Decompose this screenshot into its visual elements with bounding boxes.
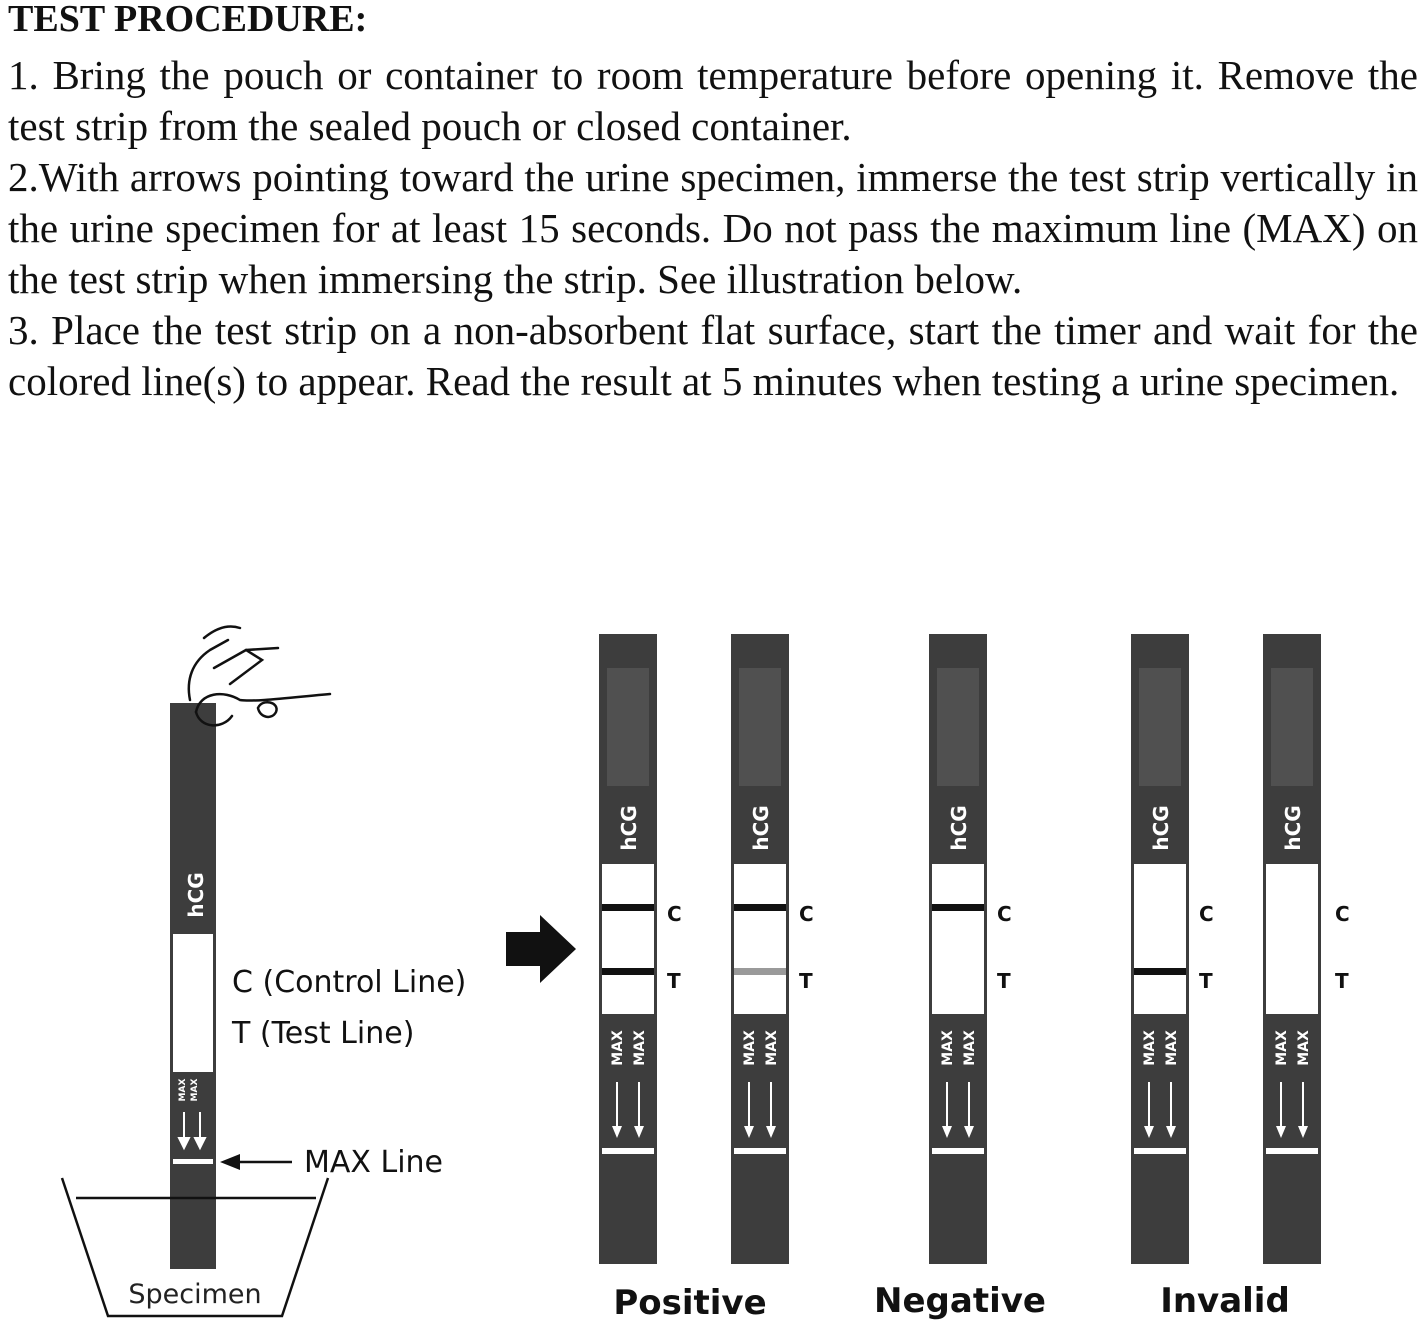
strip-top-window bbox=[739, 668, 781, 786]
test-line bbox=[1134, 968, 1186, 975]
c-mark: C bbox=[997, 902, 1012, 926]
dip-down-arrows-icon bbox=[177, 1112, 207, 1151]
dipping-strip: hCG MAX MAX bbox=[170, 703, 216, 1269]
procedure-text: TEST PROCEDURE: 1. Bring the pouch or co… bbox=[8, 0, 1418, 407]
specimen-label: Specimen bbox=[128, 1279, 261, 1310]
down-arrowhead-icon bbox=[964, 1126, 974, 1138]
max-line bbox=[932, 1148, 984, 1154]
strip-brand: hCG bbox=[749, 805, 773, 850]
t-mark: T bbox=[997, 969, 1011, 993]
c-mark: C bbox=[1335, 902, 1350, 926]
max-text: MAX bbox=[610, 1030, 626, 1066]
strip-result-window bbox=[1266, 864, 1318, 1014]
t-mark: T bbox=[799, 969, 813, 993]
strip-result-window bbox=[734, 864, 786, 1014]
t-mark: T bbox=[667, 969, 681, 993]
t-mark: T bbox=[1335, 969, 1349, 993]
result-label-invalid: Invalid bbox=[1160, 1281, 1290, 1321]
control-line bbox=[932, 904, 984, 911]
step-1: 1. Bring the pouch or container to room … bbox=[8, 52, 1418, 149]
max-text: MAX bbox=[962, 1030, 978, 1066]
t-mark: T bbox=[1199, 969, 1213, 993]
strip-top-window bbox=[1271, 668, 1313, 786]
positive-strip-1: hCG MAX MAX C T bbox=[599, 634, 682, 1264]
specimen-beaker bbox=[60, 1177, 330, 1318]
dip-max-line bbox=[173, 1159, 213, 1164]
strip-brand: hCG bbox=[1281, 805, 1305, 850]
test-line-label: T (Test Line) bbox=[231, 1016, 414, 1051]
down-arrowhead-icon bbox=[1166, 1126, 1176, 1138]
down-arrowhead-icon bbox=[1298, 1126, 1308, 1138]
max-line-label: MAX Line bbox=[304, 1145, 443, 1180]
down-arrowhead-icon bbox=[942, 1126, 952, 1138]
dip-strip-brand: hCG bbox=[184, 872, 208, 917]
max-text: MAX bbox=[742, 1030, 758, 1066]
strip-top-window bbox=[607, 668, 649, 786]
max-text: MAX bbox=[1164, 1030, 1180, 1066]
down-arrowhead-icon bbox=[1276, 1126, 1286, 1138]
procedure-heading: TEST PROCEDURE: bbox=[8, 0, 368, 40]
max-line bbox=[1134, 1148, 1186, 1154]
invalid-strip-2: hCG MAX MAX C T bbox=[1263, 634, 1350, 1264]
max-text: MAX bbox=[1274, 1030, 1290, 1066]
control-line bbox=[602, 904, 654, 911]
negative-strip: hCG MAX MAX C T bbox=[929, 634, 1012, 1264]
max-text: MAX bbox=[940, 1030, 956, 1066]
strip-top-window bbox=[937, 668, 979, 786]
down-arrowhead-icon bbox=[1144, 1126, 1154, 1138]
c-mark: C bbox=[667, 902, 682, 926]
strip-brand: hCG bbox=[1149, 805, 1173, 850]
down-arrowhead-icon bbox=[744, 1126, 754, 1138]
result-label-positive: Positive bbox=[613, 1283, 766, 1323]
dip-strip-window bbox=[173, 934, 213, 1072]
max-text: MAX bbox=[1296, 1030, 1312, 1066]
max-text: MAX bbox=[1142, 1030, 1158, 1066]
hand-icon bbox=[187, 625, 332, 727]
max-text: MAX bbox=[632, 1030, 648, 1066]
strip-result-window bbox=[602, 864, 654, 1014]
max-line-arrow-icon bbox=[220, 1154, 292, 1170]
test-line bbox=[602, 968, 654, 975]
step-3: 3. Place the test strip on a non-absorbe… bbox=[8, 307, 1418, 404]
result-label-negative: Negative bbox=[874, 1281, 1046, 1321]
test-line bbox=[734, 968, 786, 975]
strip-result-window bbox=[1134, 864, 1186, 1014]
max-text: MAX bbox=[764, 1030, 780, 1066]
positive-strip-2: hCG MAX MAX C T bbox=[731, 634, 814, 1264]
c-mark: C bbox=[799, 902, 814, 926]
step-2: 2.With arrows pointing toward the urine … bbox=[8, 154, 1418, 302]
strip-top-window bbox=[1139, 668, 1181, 786]
right-arrow-icon bbox=[506, 915, 576, 983]
max-line bbox=[734, 1148, 786, 1154]
invalid-strip-1: hCG MAX MAX C T bbox=[1131, 634, 1214, 1264]
max-line bbox=[602, 1148, 654, 1154]
strip-brand: hCG bbox=[617, 805, 641, 850]
control-line bbox=[734, 904, 786, 911]
down-arrowhead-icon bbox=[766, 1126, 776, 1138]
strip-result-window bbox=[932, 864, 984, 1014]
max-line bbox=[1266, 1148, 1318, 1154]
dip-max-text-1: MAX bbox=[178, 1079, 188, 1102]
strip-brand: hCG bbox=[947, 805, 971, 850]
down-arrowhead-icon bbox=[612, 1126, 622, 1138]
down-arrowhead-icon bbox=[634, 1126, 644, 1138]
dip-max-text-2: MAX bbox=[190, 1079, 200, 1102]
c-mark: C bbox=[1199, 902, 1214, 926]
control-line-label: C (Control Line) bbox=[232, 965, 466, 1000]
